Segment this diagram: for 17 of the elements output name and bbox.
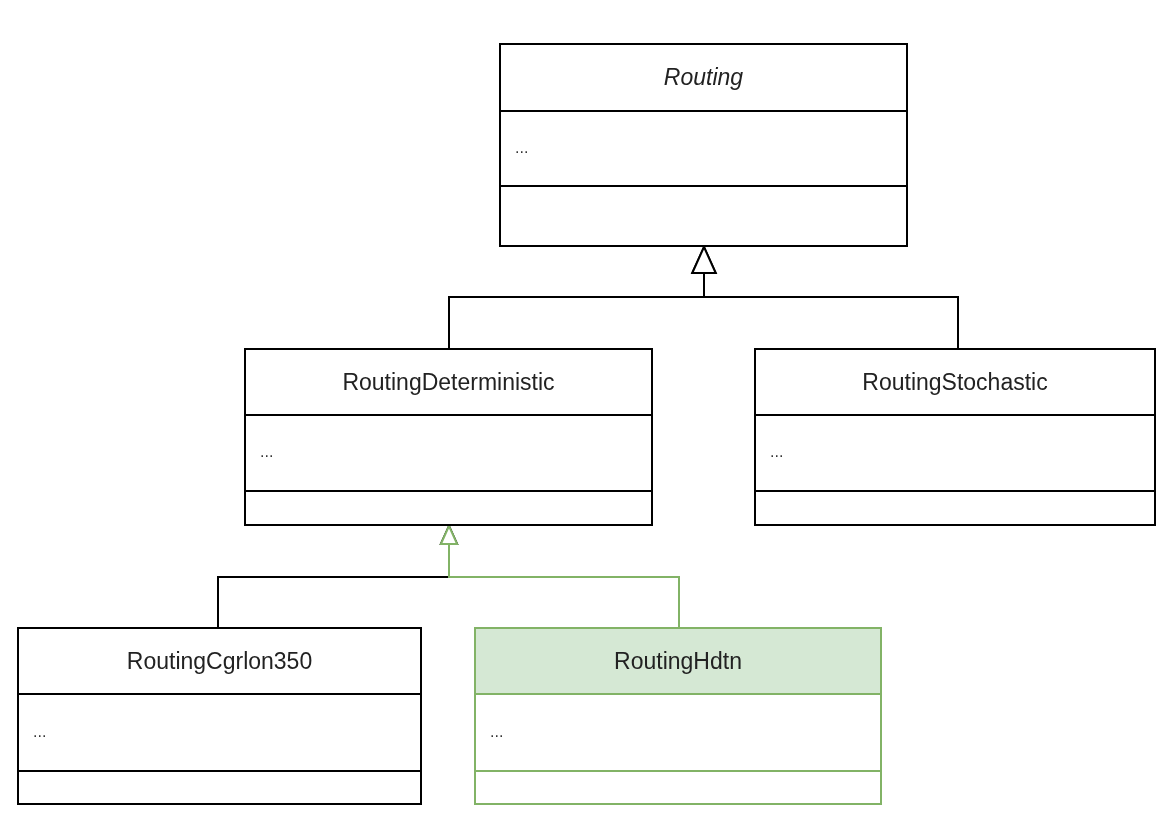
- class-name: RoutingHdtn: [614, 646, 742, 676]
- class-box: [754, 348, 1156, 526]
- class-name: Routing: [663, 63, 744, 93]
- attribute-text: ...: [33, 721, 47, 742]
- attribute-text: ...: [260, 442, 274, 462]
- inheritance-arrow: [439, 525, 680, 628]
- class-box: [474, 627, 882, 805]
- inheritance-arrow: [691, 246, 959, 349]
- class-box: [244, 348, 653, 526]
- class-name: RoutingCgrlon350: [126, 646, 313, 676]
- class-name: RoutingStochastic: [862, 367, 1048, 397]
- attribute-text: ...: [515, 137, 529, 158]
- attribute-text: ...: [490, 721, 504, 742]
- class-box: [499, 43, 908, 247]
- attribute-text: ...: [770, 442, 784, 462]
- class-name: RoutingDeterministic: [342, 367, 555, 397]
- class-box: [17, 627, 422, 805]
